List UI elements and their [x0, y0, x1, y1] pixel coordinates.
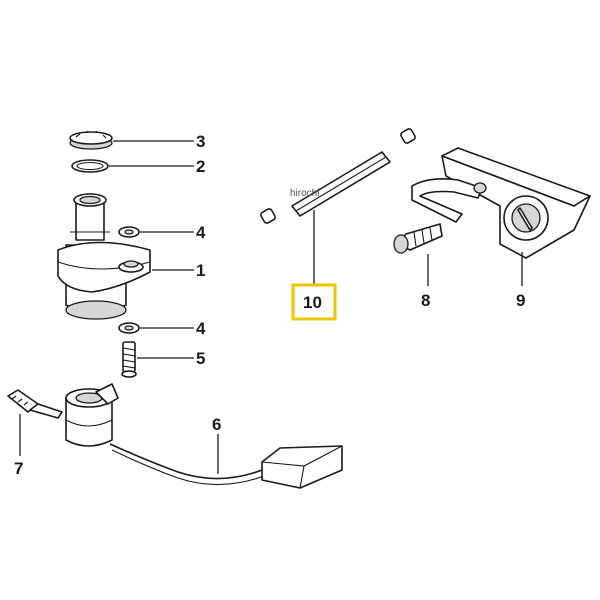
- callout-1: 1: [196, 261, 205, 280]
- callout-4-upper: 4: [196, 223, 206, 242]
- callout-3: 3: [196, 132, 205, 151]
- callout-10-highlight-box: [291, 283, 337, 321]
- callout-4-lower: 4: [196, 319, 206, 338]
- part-9-bolt: [393, 223, 443, 254]
- callout-2: 2: [196, 157, 205, 176]
- callout-8: 9: [516, 291, 525, 310]
- part-8-bracket: [411, 147, 591, 259]
- part-3-cap: [69, 130, 113, 150]
- part-6-sensor: [65, 383, 119, 447]
- part-6-cable: [109, 443, 343, 489]
- callout-9: 8: [421, 291, 430, 310]
- part-7-connector: [7, 389, 63, 419]
- part-1-body: [57, 193, 151, 320]
- part-5-spring: [121, 341, 137, 378]
- part-2-ring: [71, 159, 109, 173]
- callout-6: 6: [212, 415, 221, 434]
- watermark: hirochi: [290, 188, 319, 199]
- callout-5: 5: [196, 349, 205, 368]
- part-4-washer-upper: [118, 226, 140, 238]
- part-4-washer-lower: [118, 322, 140, 334]
- leader-lines: [19, 140, 523, 474]
- callout-7: 7: [14, 459, 23, 478]
- callout-10: 10: [303, 293, 322, 312]
- part-10-pin: [260, 128, 416, 224]
